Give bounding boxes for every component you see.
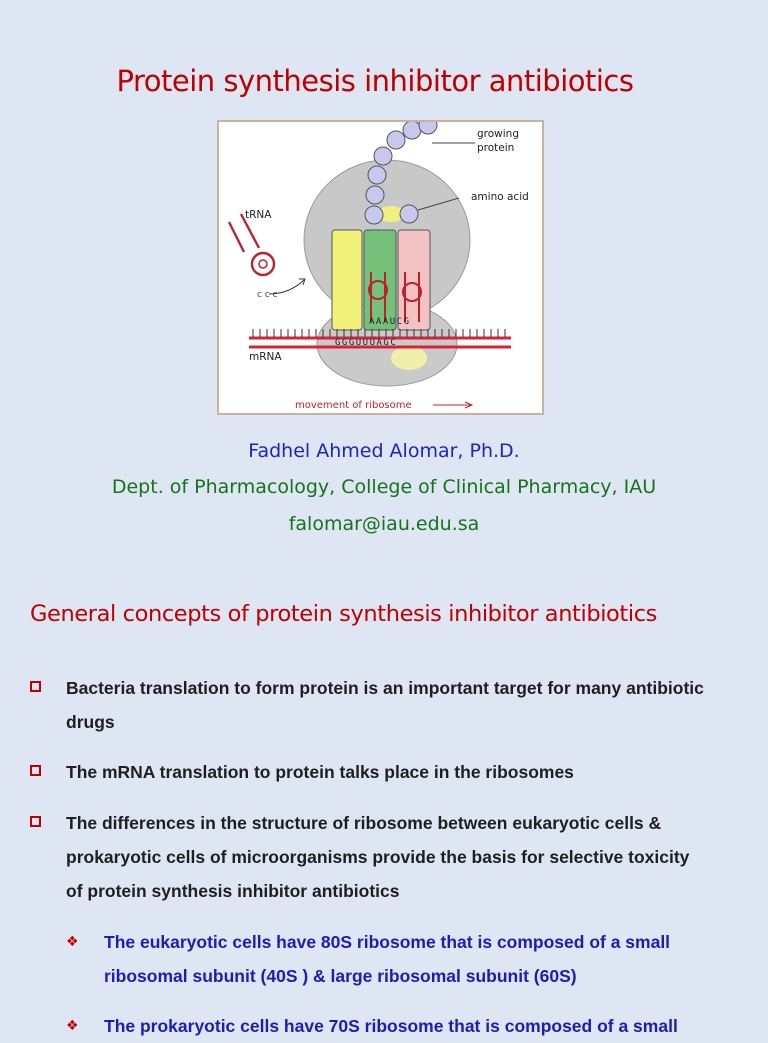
trna-site-yellow bbox=[331, 229, 363, 331]
amino-acid-dot bbox=[399, 204, 419, 224]
movement-label: movement of ribosome bbox=[295, 400, 412, 411]
mrna-label: mRNA bbox=[249, 351, 282, 363]
trna-site-green bbox=[363, 229, 397, 331]
growing-protein-label: growing bbox=[477, 128, 519, 140]
amino-acid-label: amino acid bbox=[471, 191, 529, 203]
free-trna: c c c bbox=[227, 213, 306, 300]
bullet-item: The differences in the structure of ribo… bbox=[30, 806, 766, 908]
svg-text:protein: protein bbox=[477, 142, 514, 154]
author-name: Fadhel Ahmed Alomar, Ph.D. bbox=[248, 440, 520, 462]
page-title: Protein synthesis inhibitor antibiotics bbox=[116, 64, 634, 98]
sub-bullet-item: ❖ The prokaryotic cells have 70S ribosom… bbox=[66, 1009, 764, 1043]
checkbox-bullet-icon bbox=[30, 816, 41, 827]
author-email: falomar@iau.edu.sa bbox=[288, 513, 480, 535]
svg-text:c c c: c c c bbox=[257, 290, 278, 300]
checkbox-bullet-icon bbox=[30, 765, 41, 776]
bullet-item: The mRNA translation to protein talks pl… bbox=[30, 755, 766, 789]
sub-bullet-item: ❖ The eukaryotic cells have 80S ribosome… bbox=[66, 925, 764, 993]
mrna-strand bbox=[249, 329, 511, 349]
author-department: Dept. of Pharmacology, College of Clinic… bbox=[111, 476, 657, 498]
checkbox-bullet-icon bbox=[30, 681, 41, 692]
diamond-bullet-icon: ❖ bbox=[66, 1018, 79, 1034]
section-title: General concepts of protein synthesis in… bbox=[30, 601, 657, 627]
trna-site-pink bbox=[397, 229, 431, 331]
ribosome-diagram: c c c growing protein amino acid tRNA mR… bbox=[217, 120, 544, 415]
diamond-bullet-icon: ❖ bbox=[66, 934, 79, 950]
trna-label: tRNA bbox=[245, 209, 272, 221]
codons-bottom: GGGUUUAGC bbox=[335, 338, 397, 348]
bullet-item: Bacteria translation to form protein is … bbox=[30, 671, 766, 739]
growing-protein-chain bbox=[364, 122, 438, 225]
ribosome-svg: c c c growing protein amino acid tRNA mR… bbox=[227, 122, 529, 411]
codons-top: AAAUCG bbox=[369, 317, 411, 327]
